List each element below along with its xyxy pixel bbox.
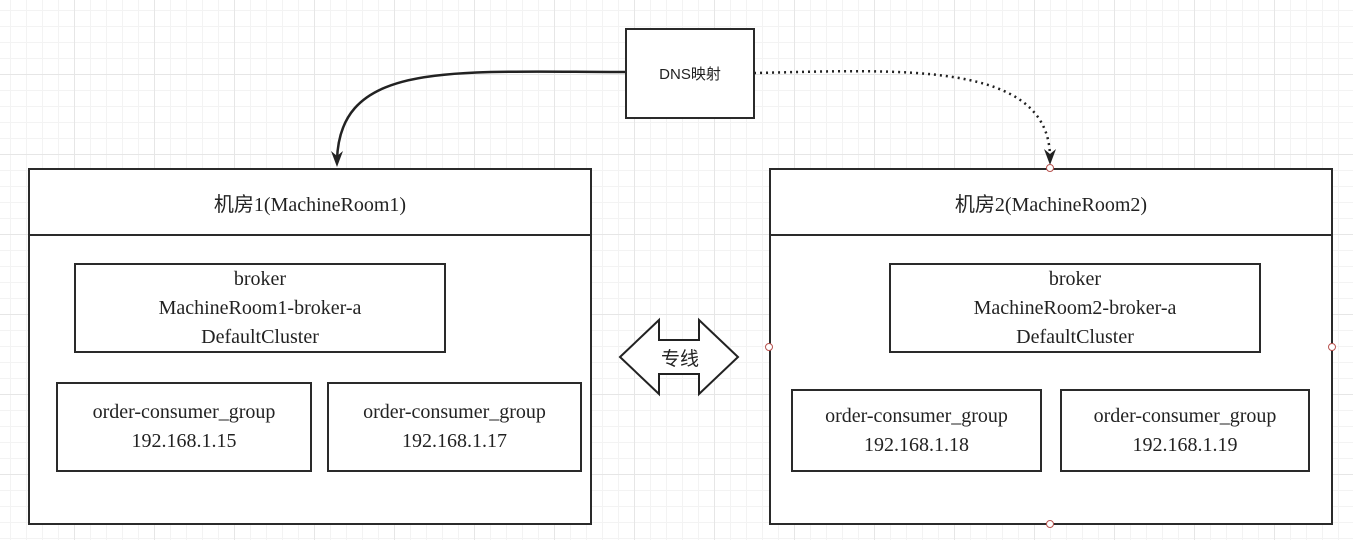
dns-mapping-label: DNS映射	[659, 66, 721, 83]
room1-broker-cluster: DefaultCluster	[201, 325, 319, 348]
room1-broker-type: broker	[233, 267, 287, 290]
room2-broker-type: broker	[1048, 267, 1102, 290]
solid-dns-arrow	[335, 70, 627, 161]
consumer-group-name: order-consumer_group	[363, 401, 546, 423]
consumer-ip: 192.168.1.17	[402, 430, 507, 452]
room1-broker-box[interactable]: broker MachineRoom1-broker-a DefaultClus…	[74, 263, 446, 353]
dns-mapping-box[interactable]: DNS映射	[625, 28, 755, 119]
room1-broker-name: MachineRoom1-broker-a	[158, 296, 362, 319]
room1-consumer-1[interactable]: order-consumer_group 192.168.1.15	[56, 382, 312, 472]
dotted-dns-arrow	[753, 69, 1052, 159]
room2-connection-handle-top[interactable]	[1046, 164, 1054, 172]
room2-consumer-1[interactable]: order-consumer_group 192.168.1.18	[791, 389, 1042, 472]
room2-broker-box[interactable]: broker MachineRoom2-broker-a DefaultClus…	[889, 263, 1261, 353]
consumer-group-name: order-consumer_group	[1093, 404, 1277, 427]
room2-connection-handle-left[interactable]	[765, 343, 773, 351]
consumer-group-name: order-consumer_group	[92, 401, 276, 423]
room2-connection-handle-right[interactable]	[1328, 343, 1336, 351]
consumer-ip: 192.168.1.15	[131, 430, 237, 452]
dotted-dns-arrowhead	[1044, 149, 1056, 165]
machine-room-2-title: 机房2(MachineRoom2)	[771, 170, 1331, 236]
room2-consumer-2[interactable]: order-consumer_group 192.168.1.19	[1060, 389, 1310, 472]
room2-broker-name: MachineRoom2-broker-a	[973, 296, 1177, 319]
solid-dns-arrowhead	[331, 151, 343, 167]
dedicated-line-label: 专线	[661, 349, 700, 370]
double-arrow-shape	[618, 317, 740, 397]
consumer-group-name: order-consumer_group	[825, 404, 1008, 427]
room2-connection-handle-bottom[interactable]	[1046, 520, 1054, 528]
consumer-ip: 192.168.1.19	[1132, 433, 1238, 456]
consumer-ip: 192.168.1.18	[864, 433, 969, 456]
machine-room-1-title: 机房1(MachineRoom1)	[30, 170, 590, 236]
room1-consumer-2[interactable]: order-consumer_group 192.168.1.17	[327, 382, 582, 472]
room2-broker-cluster: DefaultCluster	[1016, 325, 1134, 348]
